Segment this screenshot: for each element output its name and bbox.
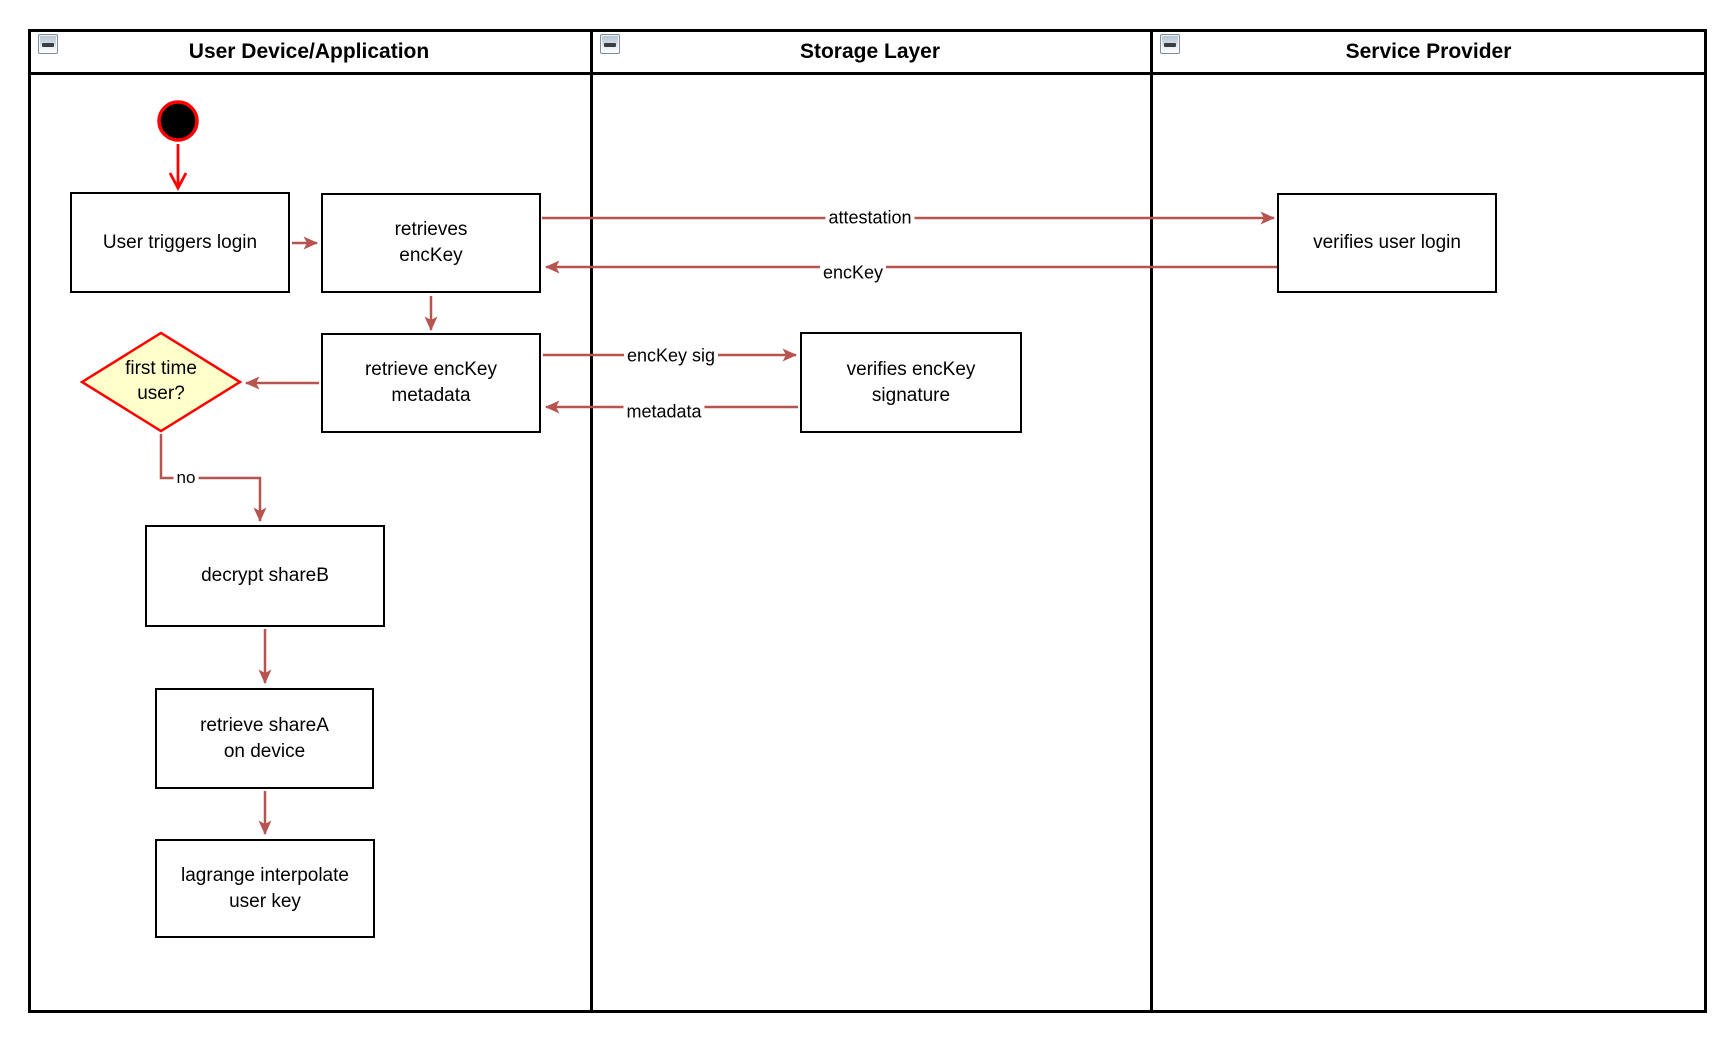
collapse-button-user-device[interactable] xyxy=(38,34,58,54)
edge-label-no[interactable]: no xyxy=(173,468,199,488)
node-decrypt-shareb[interactable]: decrypt shareB xyxy=(145,525,385,627)
collapse-button-storage-layer[interactable] xyxy=(600,34,620,54)
edge-label-enckey-sig[interactable]: encKey sig xyxy=(623,345,719,367)
edge-label-metadata[interactable]: metadata xyxy=(623,401,705,423)
lane-header-service-provider[interactable]: Service Provider xyxy=(1150,32,1707,72)
decision-label: first time user? xyxy=(125,358,197,404)
lane-header-user-device[interactable]: User Device/Application xyxy=(28,32,590,72)
minus-icon xyxy=(604,43,616,47)
node-verifies-enckey-signature[interactable]: verifies encKey signature xyxy=(800,332,1022,433)
node-lagrange-interpolate[interactable]: lagrange interpolate user key xyxy=(155,839,375,938)
lane-header-separator xyxy=(28,72,1707,75)
lane-title-storage-layer: Storage Layer xyxy=(799,40,941,63)
collapse-button-service-provider[interactable] xyxy=(1160,34,1180,54)
minus-icon xyxy=(1164,43,1176,47)
edge-start-to-login[interactable] xyxy=(168,144,188,191)
edge-label-attestation[interactable]: attestation xyxy=(825,207,915,229)
node-retrieve-enckey-metadata[interactable]: retrieve encKey metadata xyxy=(321,333,541,433)
minus-icon xyxy=(42,43,54,47)
edge-label-enckey[interactable]: encKey xyxy=(819,262,887,284)
node-user-triggers-login[interactable]: User triggers login xyxy=(70,192,290,293)
lane-header-storage-layer[interactable]: Storage Layer xyxy=(590,32,1150,72)
initial-node[interactable] xyxy=(157,100,199,142)
node-retrieve-sharea[interactable]: retrieve shareA on device xyxy=(155,688,374,789)
node-verifies-user-login[interactable]: verifies user login xyxy=(1277,193,1497,293)
edge-no-branch[interactable] xyxy=(159,434,267,522)
lane-title-user-device: User Device/Application xyxy=(188,40,430,63)
lane-divider-2 xyxy=(1150,29,1153,1013)
node-retrieves-enckey[interactable]: retrieves encKey xyxy=(321,193,541,293)
lane-title-service-provider: Service Provider xyxy=(1345,40,1512,63)
decision-diamond[interactable] xyxy=(79,331,243,433)
lane-divider-1 xyxy=(590,29,593,1013)
